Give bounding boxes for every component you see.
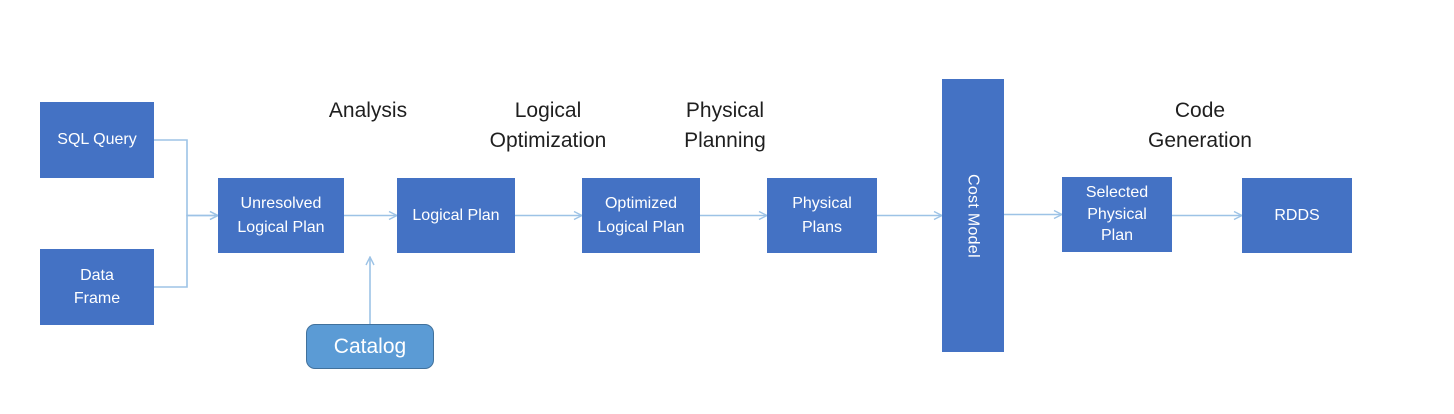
node-logical-plan-label: Logical Plan <box>412 206 500 224</box>
node-data-frame-label: Data Frame <box>73 266 121 307</box>
node-optimized-logical-plan: Optimized Logical Plan <box>582 178 700 253</box>
stage-label-code-generation: Code Generation <box>1148 99 1252 153</box>
stage-label-logical-optimization: Logical Optimization <box>489 99 607 153</box>
stage-label-physical-planning: Physical Planning <box>684 99 766 153</box>
node-cost-model-label: Cost Model <box>964 173 982 258</box>
arrow-data-frame-to-unresolved-logical-plan <box>154 216 218 288</box>
arrow-sql-query-to-unresolved-logical-plan <box>154 139 218 216</box>
node-rdds-label: RDDS <box>1274 206 1320 224</box>
node-optimized-logical-plan-label: Optimized Logical Plan <box>597 195 685 236</box>
node-physical-plans: Physical Plans <box>767 178 877 253</box>
node-cost-model: Cost Model <box>942 79 1004 352</box>
node-catalog: Catalog <box>306 324 434 369</box>
stage-label-analysis: Analysis <box>328 99 408 122</box>
node-data-frame: Data Frame <box>40 249 154 325</box>
node-selected-physical-plan-label: Selected Physical Plan <box>1085 184 1149 245</box>
node-unresolved-logical-plan-label: Unresolved Logical Plan <box>237 195 325 236</box>
node-rdds: RDDS <box>1242 178 1352 253</box>
node-unresolved-logical-plan: Unresolved Logical Plan <box>218 178 344 253</box>
node-sql-query-label: SQL Query <box>57 131 137 149</box>
node-physical-plans-label: Physical Plans <box>792 195 852 236</box>
node-logical-plan: Logical Plan <box>397 178 515 253</box>
node-sql-query: SQL Query <box>40 102 154 178</box>
node-catalog-label: Catalog <box>333 334 407 358</box>
node-selected-physical-plan: Selected Physical Plan <box>1062 177 1172 252</box>
